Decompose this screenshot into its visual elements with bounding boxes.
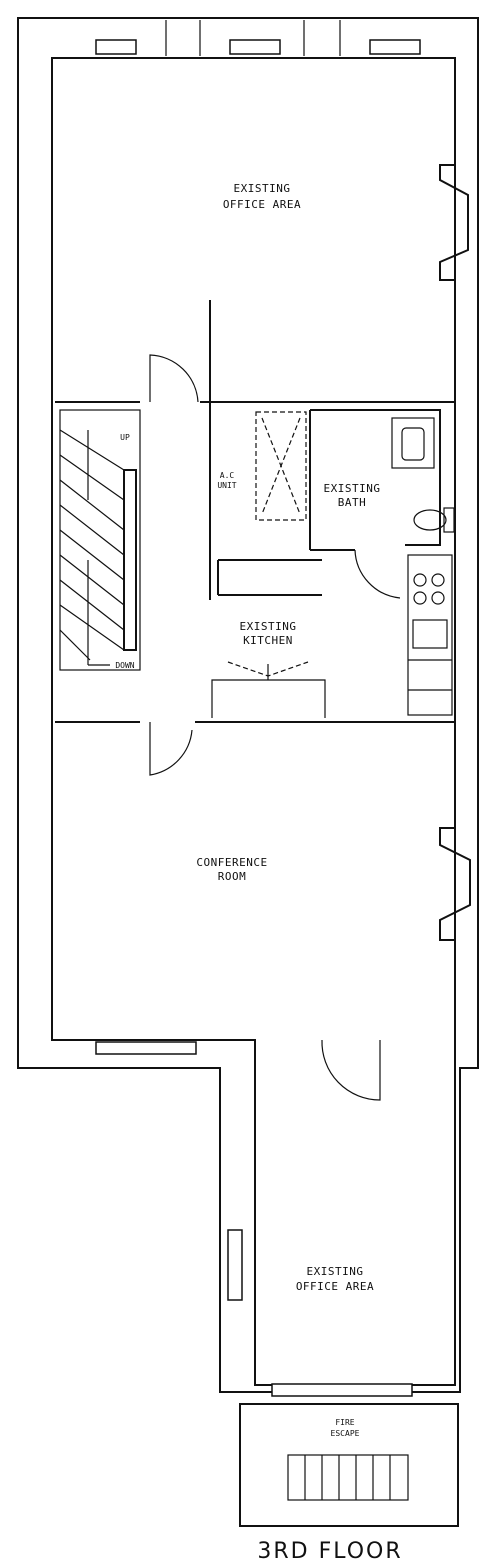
kitchen-label-2: KITCHEN [243,634,293,647]
conference-label-2: ROOM [218,870,247,883]
rear-office-label-2: OFFICE AREA [296,1280,374,1293]
fire-escape-label-1: FIRE [335,1418,354,1427]
conference-label-1: CONFERENCE [196,856,267,869]
front-office-label-2: OFFICE AREA [223,198,301,211]
door-rear-office [321,1039,381,1101]
front-office-label-1: EXISTING [234,182,291,195]
kitchen-label-1: EXISTING [240,620,297,633]
rear-windows [95,1041,413,1397]
fireplace-conference [439,827,471,941]
stair-down-label: DOWN [115,661,134,670]
fire-escape: FIRE ESCAPE [239,1403,459,1527]
conference-partition-top [55,721,455,776]
floor-title: 3RD FLOOR [257,1539,402,1564]
rear-office-label-1: EXISTING [307,1265,364,1278]
exterior-walls [17,17,479,1393]
ac-unit-label-1: A.C [220,471,235,480]
bath-label-1: EXISTING [324,482,381,495]
kitchen-counter: EXISTING KITCHEN [211,554,453,718]
front-office-partition [55,300,455,403]
fire-escape-label-2: ESCAPE [331,1429,360,1438]
stair-up-label: UP [120,433,130,442]
skylight [255,411,307,521]
bath: EXISTING BATH [309,409,455,599]
bath-label-2: BATH [338,496,367,509]
ac-unit-closet: A.C UNIT [209,402,322,600]
front-windows [95,20,421,56]
door-front-office [149,354,199,403]
stair: UP DOWN [59,409,141,671]
ac-unit-label-2: UNIT [217,481,236,490]
fireplace-front [439,164,469,281]
